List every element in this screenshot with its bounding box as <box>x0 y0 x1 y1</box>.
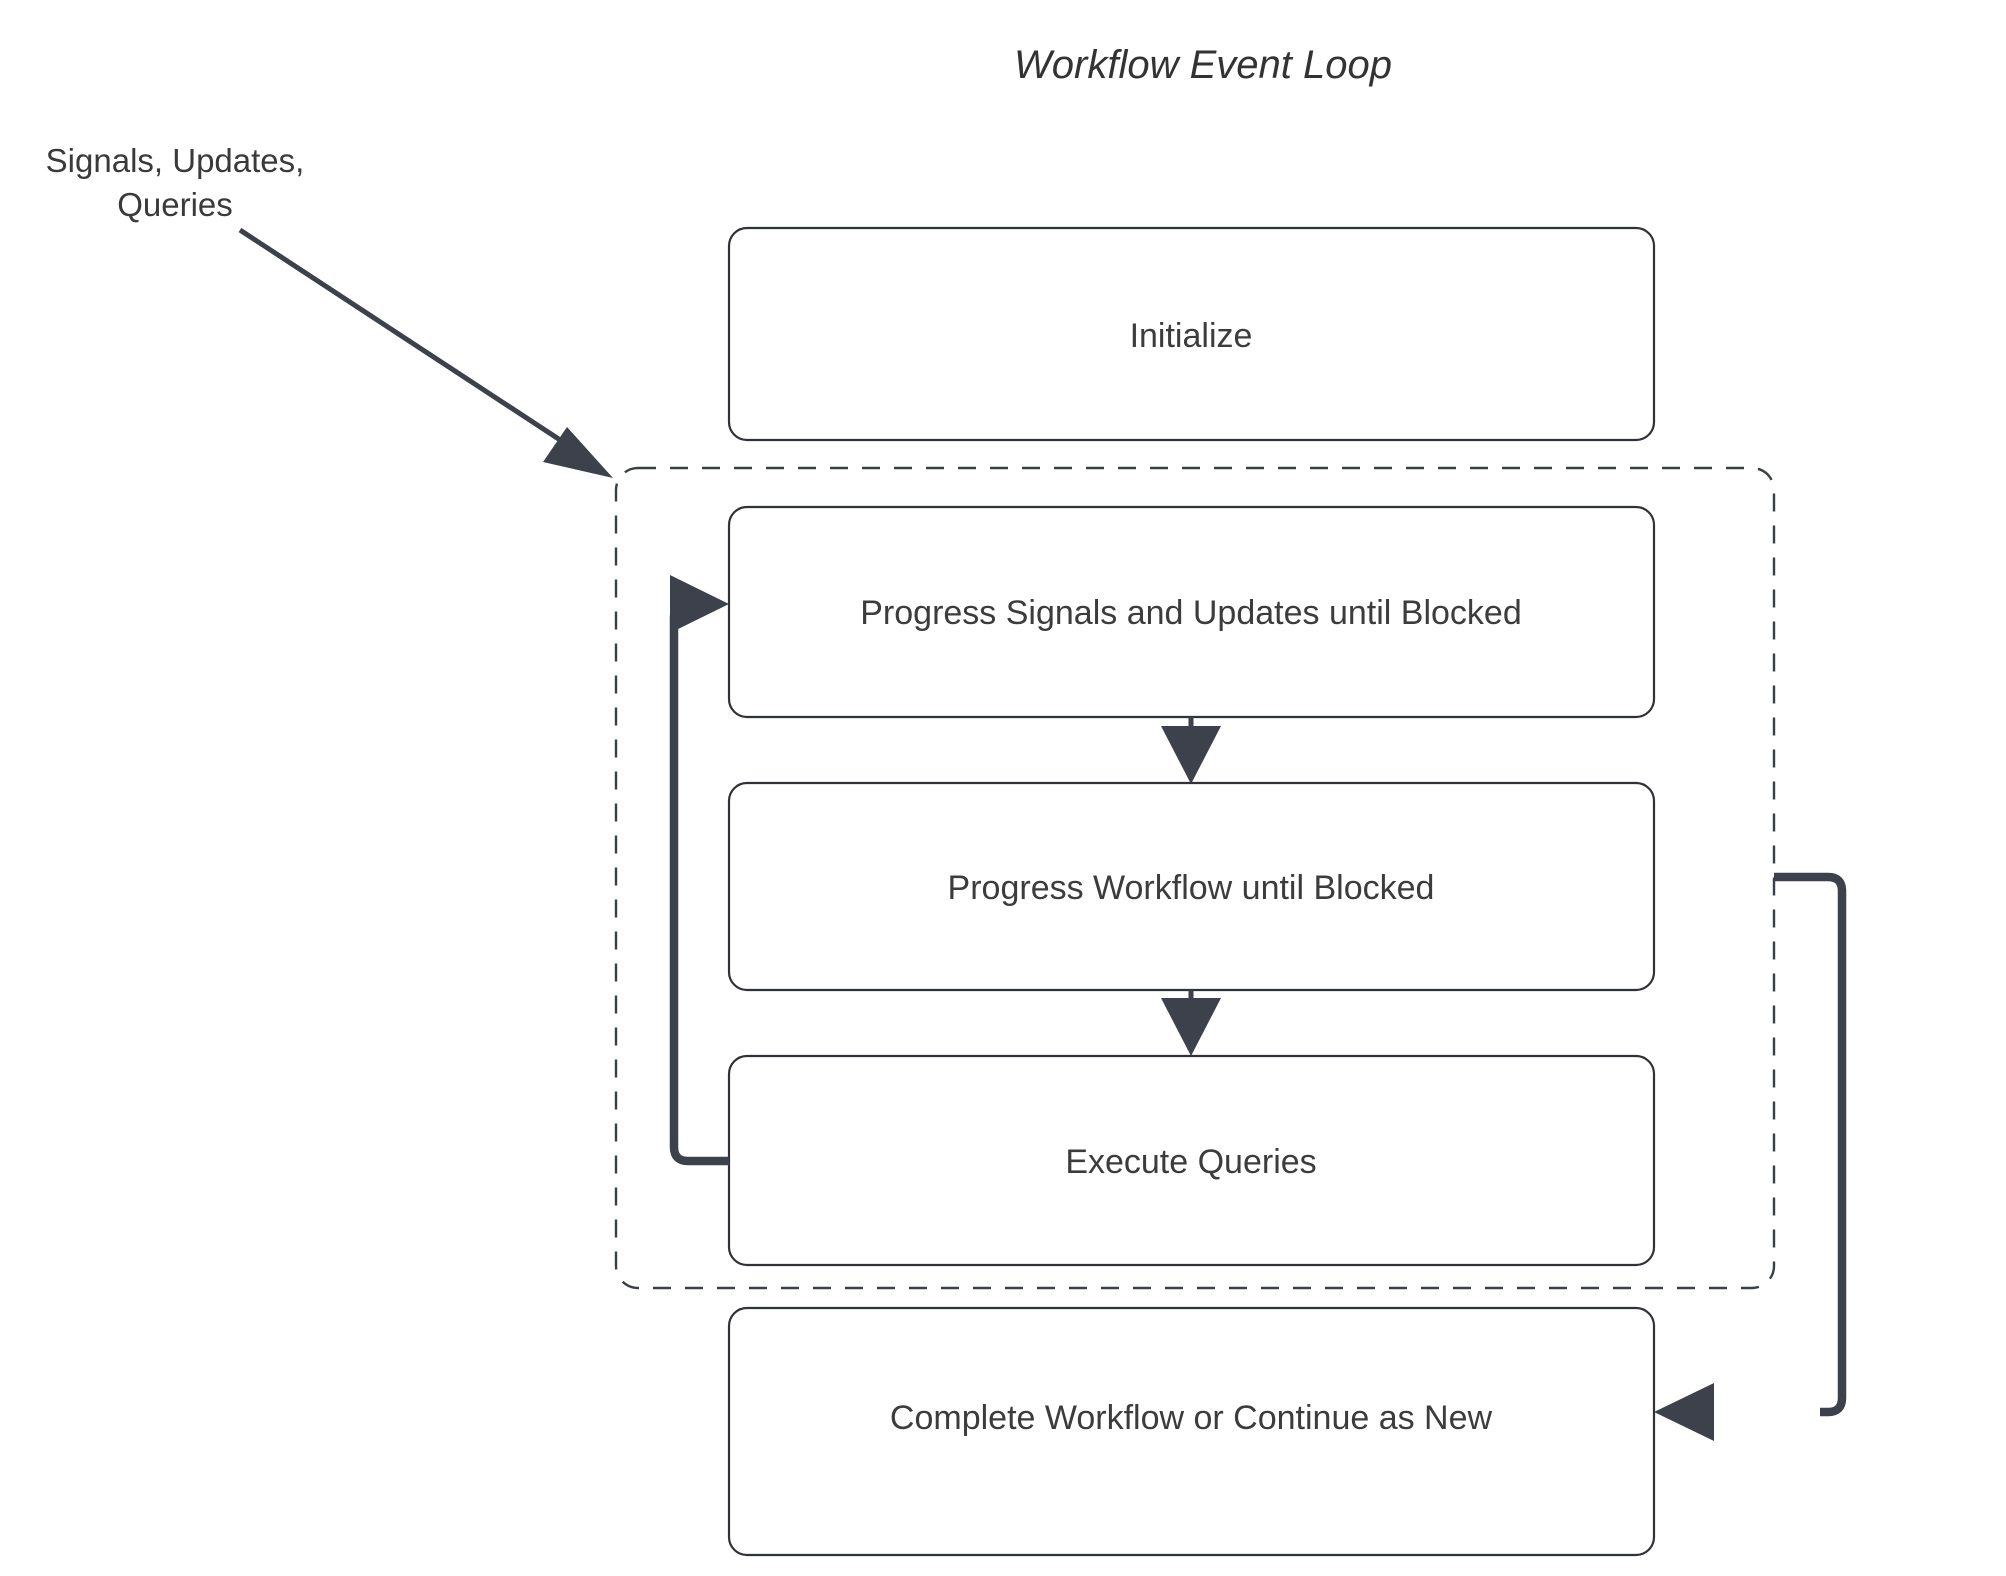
external-signals-label: Signals, Updates, Queries <box>46 142 305 223</box>
node-complete-workflow[interactable]: Complete Workflow or Continue as New <box>727 1306 1656 1557</box>
node-initialize-label: Initialize <box>1130 317 1253 355</box>
edge-loop-to-complete <box>1654 872 1847 1441</box>
edge-loop-to-complete-arrowhead <box>1654 1383 1714 1441</box>
edge-signals-to-loop-arrowhead <box>543 427 613 478</box>
node-complete-workflow-label: Complete Workflow or Continue as New <box>890 1399 1493 1437</box>
node-initialize-shape[interactable] <box>727 226 1656 442</box>
node-progress-workflow[interactable]: Progress Workflow until Blocked <box>727 781 1656 992</box>
node-complete-workflow-shape[interactable] <box>727 1306 1656 1557</box>
external-signals-label-line2: Queries <box>117 186 233 223</box>
edge-signals-to-workflow <box>1161 717 1221 784</box>
node-execute-queries[interactable]: Execute Queries <box>727 1054 1656 1267</box>
edge-queries-back-to-signals <box>669 575 729 1166</box>
edge-workflow-to-queries-arrowhead <box>1161 998 1221 1056</box>
node-execute-queries-label: Execute Queries <box>1065 1143 1316 1181</box>
external-signals-label-line1: Signals, Updates, <box>46 142 305 179</box>
diagram-title: Workflow Event Loop <box>1014 43 1392 87</box>
edge-signals-to-loop <box>238 227 613 478</box>
node-progress-signals-label: Progress Signals and Updates until Block… <box>860 594 1522 632</box>
edge-signals-to-workflow-arrowhead <box>1161 726 1221 784</box>
edge-queries-back-to-signals-arrowhead <box>670 575 729 633</box>
edge-workflow-to-queries <box>1161 990 1221 1056</box>
node-initialize[interactable]: Initialize <box>727 226 1656 442</box>
node-progress-signals[interactable]: Progress Signals and Updates until Block… <box>727 505 1656 719</box>
node-progress-workflow-label: Progress Workflow until Blocked <box>948 869 1435 907</box>
